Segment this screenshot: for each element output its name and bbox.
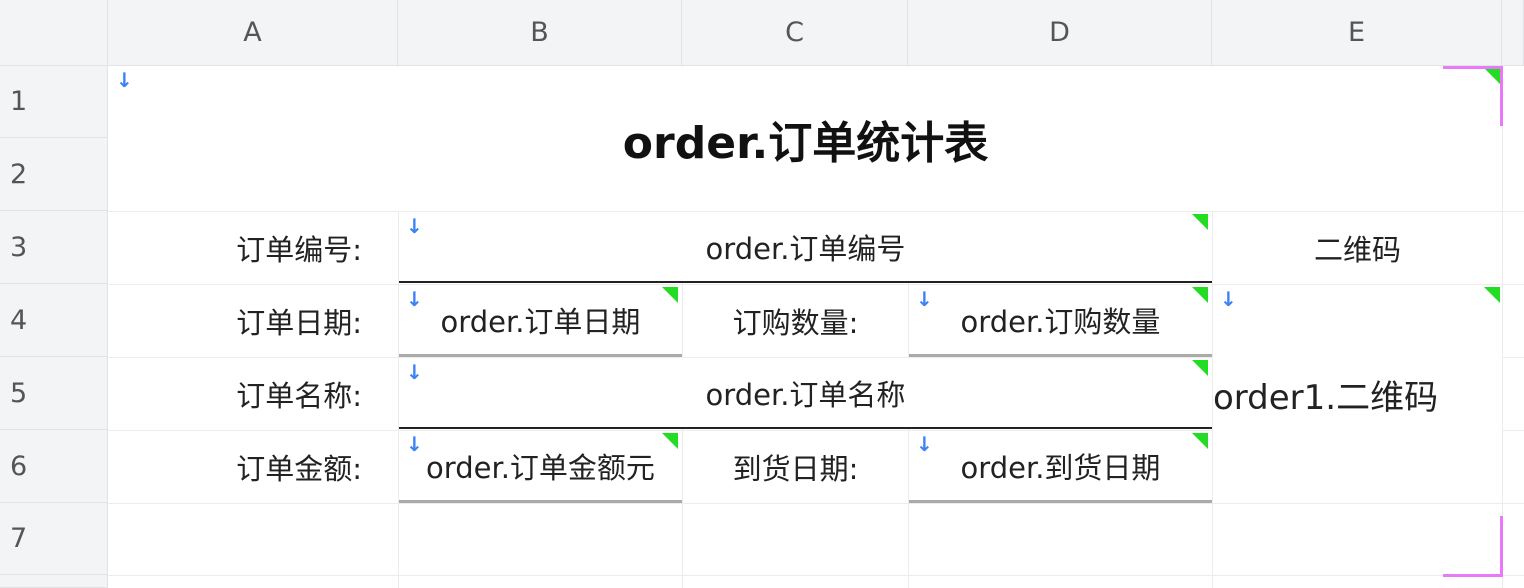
row-header-2[interactable]: 2: [0, 138, 108, 211]
field-amount[interactable]: order.订单金额元: [399, 431, 682, 503]
expand-down-arrow-icon: ↓: [116, 68, 133, 92]
corner-marker-icon: [1192, 214, 1208, 230]
gridline: [108, 284, 1524, 285]
gridline: [108, 211, 1524, 212]
expand-down-arrow-icon: ↓: [406, 432, 423, 456]
corner-marker-icon: [1192, 433, 1208, 449]
expand-down-arrow-icon: ↓: [916, 287, 933, 311]
label-qty: 订购数量:: [683, 285, 908, 357]
gridline: [108, 357, 1524, 358]
gridline: [398, 66, 399, 588]
field-qty[interactable]: order.订购数量: [909, 285, 1212, 357]
row-header-7[interactable]: 7: [0, 503, 108, 575]
expand-down-arrow-icon: ↓: [406, 287, 423, 311]
label-qrcode: 二维码: [1213, 212, 1502, 284]
gridline: [908, 66, 909, 588]
field-qrcode[interactable]: order1.二维码: [1213, 285, 1502, 503]
field-order-date[interactable]: order.订单日期: [399, 285, 682, 357]
row-header-5[interactable]: 5: [0, 357, 108, 430]
column-header-f[interactable]: [1502, 0, 1524, 66]
label-order-no: 订单编号:: [109, 212, 398, 284]
field-order-no[interactable]: order.订单编号: [399, 212, 1212, 283]
expand-down-arrow-icon: ↓: [1220, 287, 1237, 311]
column-header-a[interactable]: A: [108, 0, 398, 66]
corner-marker-icon: [662, 287, 678, 303]
corner-marker-icon: [1484, 68, 1500, 84]
expand-down-arrow-icon: ↓: [916, 432, 933, 456]
corner-marker-icon: [1192, 360, 1208, 376]
gridline: [1212, 66, 1213, 588]
column-header-d[interactable]: D: [908, 0, 1212, 66]
expand-down-arrow-icon: ↓: [406, 214, 423, 238]
gridline: [108, 575, 1524, 576]
corner-marker-icon: [662, 433, 678, 449]
label-order-name: 订单名称:: [109, 358, 398, 430]
corner-marker-icon: [1192, 287, 1208, 303]
row-header-3[interactable]: 3: [0, 211, 108, 284]
gridline: [108, 430, 1524, 431]
gridline: [108, 503, 1524, 504]
label-amount: 订单金额:: [109, 431, 398, 503]
corner-marker-icon: [1484, 287, 1500, 303]
row-header-4[interactable]: 4: [0, 284, 108, 357]
field-order-name[interactable]: order.订单名称: [399, 358, 1212, 429]
expand-down-arrow-icon: ↓: [406, 360, 423, 384]
corner-select-all[interactable]: [0, 0, 108, 66]
row-header-1[interactable]: 1: [0, 66, 108, 138]
column-header-c[interactable]: C: [682, 0, 908, 66]
row-header-8[interactable]: [0, 575, 108, 588]
gridline: [682, 66, 683, 588]
field-arrival[interactable]: order.到货日期: [909, 431, 1212, 503]
selection-bracket-top-right: [1443, 66, 1503, 126]
column-header-e[interactable]: E: [1212, 0, 1502, 66]
selection-bracket-bottom-right: [1443, 516, 1503, 577]
row-header-6[interactable]: 6: [0, 430, 108, 503]
label-order-date: 订单日期:: [109, 285, 398, 357]
gridline: [1502, 66, 1503, 588]
column-header-b[interactable]: B: [398, 0, 682, 66]
label-arrival: 到货日期:: [683, 431, 908, 503]
report-title[interactable]: order.订单统计表: [109, 67, 1502, 211]
